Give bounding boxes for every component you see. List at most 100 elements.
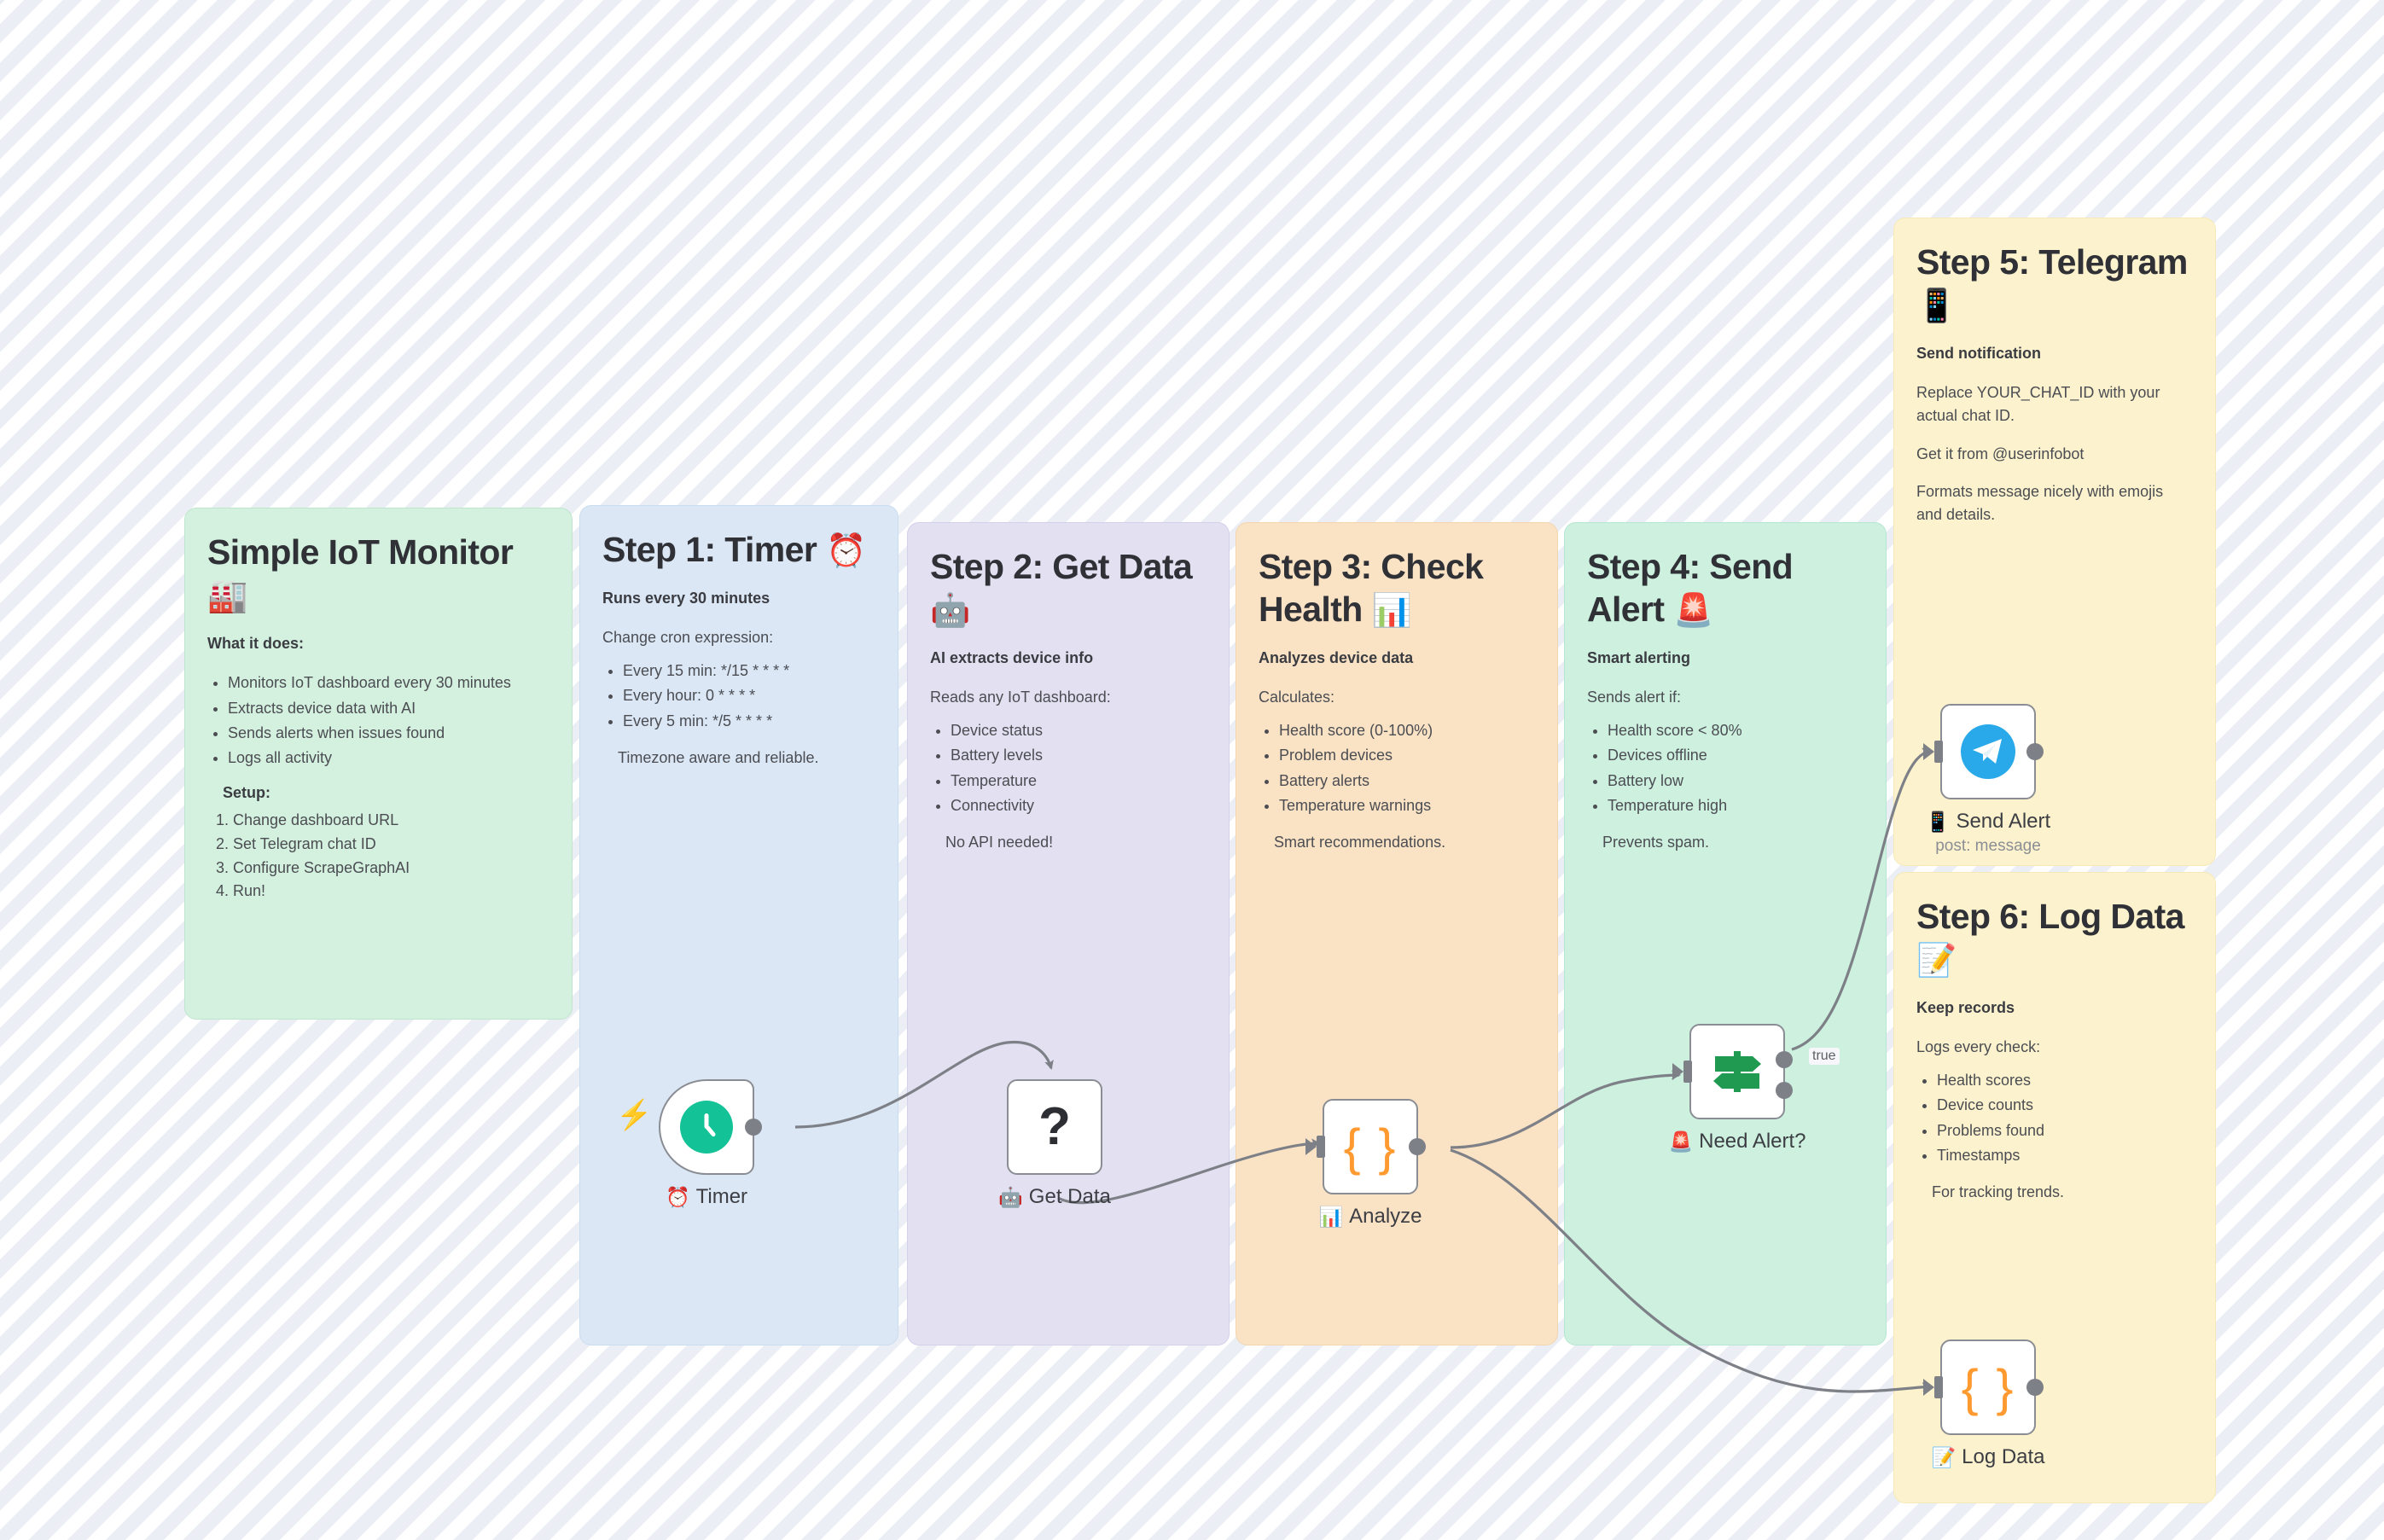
sticky-note-step-4[interactable]: Step 4: Send Alert 🚨 Smart alerting Send… [1564, 522, 1887, 1345]
sticky-lead: Runs every 30 minutes [602, 590, 770, 607]
list-item: Device counts [1937, 1094, 2193, 1117]
sticky-intro: Sends alert if: [1587, 689, 1682, 706]
sticky-note-step-5[interactable]: Step 5: Telegram 📱 Send notification Rep… [1893, 218, 2216, 866]
sticky-intro: Logs every check: [1916, 1038, 2041, 1056]
sticky-lead: Analyzes device data [1259, 649, 1414, 667]
robot-emoji-icon: 🤖 [998, 1185, 1023, 1208]
sticky-bullet-list: Monitors IoT dashboard every 30 minutes … [228, 671, 549, 770]
sticky-tail: For tracking trends. [1932, 1183, 2065, 1201]
output-port[interactable] [2026, 743, 2044, 760]
sticky-bullet-list: Device status Battery levels Temperature… [951, 719, 1207, 817]
sticky-tail: Prevents spam. [1602, 834, 1710, 851]
node-label: Send Alert [1956, 810, 2051, 833]
sticky-note-step-3[interactable]: Step 3: Check Health 📊 Analyzes device d… [1236, 522, 1558, 1345]
sticky-paragraph: Replace YOUR_CHAT_ID with your actual ch… [1916, 384, 2160, 424]
list-item: Extracts device data with AI [228, 697, 549, 720]
sticky-paragraph: Formats message nicely with emojis and d… [1916, 483, 2164, 523]
sticky-intro: Calculates: [1259, 689, 1335, 706]
output-port-true[interactable] [1776, 1051, 1793, 1068]
sticky-lead: Keep records [1916, 999, 2015, 1017]
node-caption-timer: ⏰ Timer [666, 1185, 747, 1209]
node-log-data[interactable]: { } 📝 Log Data [1923, 1340, 2045, 1468]
list-item: Devices offline [1608, 744, 1864, 767]
list-item: Run! [233, 880, 549, 904]
list-item: Sends alerts when issues found [228, 722, 549, 745]
sticky-ordered-list: Change dashboard URL Set Telegram chat I… [233, 809, 549, 904]
list-item: Every hour: 0 * * * * [623, 684, 875, 707]
node-need-alert[interactable]: 🚨 Need Alert? [1668, 1024, 1806, 1153]
sticky-title: Simple IoT Monitor 🏭 [207, 532, 514, 615]
mobile-phone-emoji-icon: 📱 [1925, 810, 1951, 833]
output-port[interactable] [745, 1119, 762, 1136]
edge-label-true: true [1809, 1048, 1840, 1065]
node-caption-get-data: 🤖 Get Data [998, 1185, 1111, 1209]
sticky-tail: Timezone aware and reliable. [618, 749, 819, 767]
input-port[interactable] [1923, 741, 1943, 763]
list-item: Every 5 min: */5 * * * * [623, 710, 875, 733]
node-caption-analyze: 📊 Analyze [1318, 1205, 1422, 1229]
bar-chart-emoji-icon: 📊 [1318, 1205, 1344, 1228]
node-send-alert[interactable]: 📱 Send Alert post: message [1923, 704, 2050, 855]
code-braces-icon: { } [1961, 1358, 2015, 1416]
list-item: Health score (0-100%) [1279, 719, 1535, 742]
list-item: Timestamps [1937, 1144, 2193, 1167]
sticky-tail: Smart recommendations. [1274, 834, 1446, 851]
list-item: Health score < 80% [1608, 719, 1864, 742]
list-item: Device status [951, 719, 1207, 742]
sticky-bullet-list: Health scores Device counts Problems fou… [1937, 1069, 2193, 1167]
lightning-bolt-icon: ⚡ [616, 1099, 653, 1131]
output-port-false[interactable] [1776, 1082, 1793, 1099]
input-port[interactable] [1923, 1376, 1943, 1398]
siren-emoji-icon: 🚨 [1668, 1130, 1694, 1153]
sticky-tail: No API needed! [945, 834, 1054, 851]
list-item: Battery low [1608, 770, 1864, 793]
list-item: Temperature high [1608, 794, 1864, 817]
code-braces-icon: { } [1343, 1118, 1398, 1176]
sticky-title: Step 4: Send Alert 🚨 [1587, 547, 1794, 630]
input-port[interactable] [1305, 1136, 1325, 1158]
output-port[interactable] [2026, 1379, 2044, 1396]
siren-emoji-icon: 🚨 [1673, 593, 1713, 630]
sticky-note-step-2[interactable]: Step 2: Get Data 🤖 AI extracts device in… [907, 522, 1230, 1345]
input-port[interactable] [1672, 1061, 1692, 1083]
list-item: Problems found [1937, 1119, 2193, 1142]
list-item: Configure ScrapeGraphAI [233, 857, 549, 880]
list-item: Connectivity [951, 794, 1207, 817]
list-item: Temperature [951, 770, 1207, 793]
node-label: Need Alert? [1699, 1130, 1806, 1153]
sticky-intro: Reads any IoT dashboard: [930, 689, 1111, 706]
sticky-title: Step 3: Check Health 📊 [1259, 547, 1484, 630]
node-label: Timer [695, 1185, 748, 1208]
list-item: Set Telegram chat ID [233, 833, 549, 857]
robot-emoji-icon: 🤖 [930, 593, 970, 630]
list-item: Health scores [1937, 1069, 2193, 1092]
node-analyze[interactable]: { } 📊 Analyze [1305, 1099, 1426, 1228]
node-get-data[interactable]: ? 🤖 Get Data [998, 1079, 1111, 1208]
sticky-bullet-list: Health score < 80% Devices offline Batte… [1608, 719, 1864, 817]
sticky-note-step-1[interactable]: Step 1: Timer ⏰ Runs every 30 minutes Ch… [579, 505, 898, 1345]
question-icon: ? [1038, 1097, 1071, 1156]
output-port[interactable] [1409, 1138, 1426, 1155]
sticky-lead: AI extracts device info [930, 649, 1094, 667]
sticky-bullet-list: Every 15 min: */15 * * * * Every hour: 0… [623, 660, 875, 733]
telegram-icon [1961, 724, 2015, 779]
list-item: Logs all activity [228, 747, 549, 770]
sticky-title: Step 2: Get Data 🤖 [930, 547, 1193, 630]
sticky-lead: Send notification [1916, 345, 2041, 363]
node-subtitle: post: message [1935, 837, 2041, 855]
sticky-note-overview[interactable]: Simple IoT Monitor 🏭 What it does: Monit… [184, 508, 573, 1020]
list-item: Change dashboard URL [233, 809, 549, 833]
clock-icon [680, 1101, 733, 1154]
memo-emoji-icon: 📝 [1916, 943, 1957, 979]
alarm-clock-emoji-icon: ⏰ [826, 533, 866, 569]
sticky-title: Step 1: Timer ⏰ [602, 530, 866, 569]
node-label: Analyze [1349, 1205, 1422, 1228]
sticky-title: Step 6: Log Data 📝 [1916, 897, 2184, 979]
mobile-phone-emoji-icon: 📱 [1916, 288, 1957, 325]
node-timer[interactable]: ⏰ Timer [659, 1079, 762, 1208]
list-item: Every 15 min: */15 * * * * [623, 660, 875, 683]
list-item: Monitors IoT dashboard every 30 minutes [228, 671, 549, 694]
bar-chart-emoji-icon: 📊 [1371, 593, 1412, 630]
node-label: Log Data [1962, 1445, 2045, 1468]
